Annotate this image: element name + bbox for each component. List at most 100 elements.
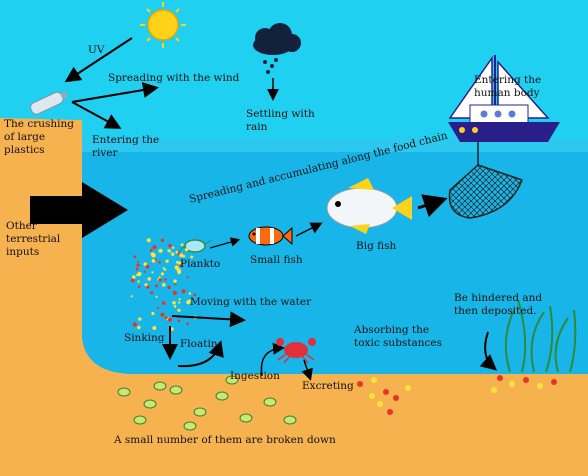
particle-cloud <box>130 238 198 331</box>
particle <box>172 290 177 296</box>
particle <box>168 249 172 253</box>
sun-icon <box>140 2 186 48</box>
label-absorbing: Absorbing the toxic substances <box>354 324 443 349</box>
label-plankto: Plankto <box>180 258 221 270</box>
particle <box>523 377 529 383</box>
particle <box>193 293 197 297</box>
particle <box>158 261 161 264</box>
particle <box>157 307 160 310</box>
floating-arrow <box>177 340 224 368</box>
sediment-organism <box>117 387 131 397</box>
seaweed-icon <box>504 299 577 373</box>
particle <box>137 285 141 289</box>
particle <box>175 250 179 254</box>
boat-icon <box>448 55 560 142</box>
particle <box>174 265 179 270</box>
sediment-items <box>117 375 557 431</box>
particle <box>132 322 137 327</box>
particle <box>165 259 169 263</box>
sea-surface <box>0 138 588 152</box>
particle <box>150 291 154 295</box>
sediment-organism <box>215 391 229 401</box>
uv-arrow <box>64 37 133 83</box>
particle <box>371 377 377 383</box>
label-hindered: Be hindered and then deposited. <box>454 292 543 317</box>
particle <box>137 325 141 330</box>
particle <box>172 301 176 305</box>
particle <box>146 285 150 289</box>
particle <box>137 280 140 283</box>
particle <box>132 275 136 279</box>
particle <box>184 248 189 252</box>
particle <box>152 326 157 330</box>
particle <box>162 283 166 287</box>
particle <box>177 270 182 275</box>
particle <box>186 300 191 305</box>
plastic-bottle-icon <box>30 91 69 115</box>
particle <box>147 277 151 281</box>
particle <box>377 401 383 407</box>
sediment-organism <box>283 415 297 425</box>
ingestion-arrow <box>260 342 285 377</box>
particle <box>155 295 158 298</box>
particle <box>160 272 164 276</box>
sediment-organism <box>169 385 183 395</box>
particle <box>130 278 135 283</box>
plankton-icon <box>177 239 213 253</box>
particle <box>164 278 167 281</box>
particle <box>149 248 153 252</box>
sediment-organism <box>239 413 253 423</box>
particle <box>177 301 181 304</box>
particle <box>181 289 186 294</box>
particle <box>173 305 177 308</box>
moving-water-arrow <box>171 311 246 328</box>
particle <box>144 283 148 287</box>
label-terrestrial-inputs: Other terrestrial inputs <box>6 220 61 258</box>
particle <box>158 278 162 282</box>
particle <box>155 284 159 288</box>
label-ingestion: Ingestion <box>230 370 280 382</box>
particle <box>387 409 393 415</box>
particle <box>178 298 181 301</box>
fishing-net-icon <box>448 142 523 219</box>
particle <box>177 261 182 265</box>
sediment-organism <box>263 397 277 407</box>
particle <box>405 385 411 391</box>
sediment-organism <box>225 375 239 385</box>
particle <box>160 312 165 317</box>
label-entering-human: Entering the human body <box>474 74 542 99</box>
crab-icon <box>276 338 316 364</box>
sediment-organism <box>143 399 157 409</box>
particle <box>161 301 166 305</box>
particle <box>146 238 151 243</box>
particle <box>167 317 173 322</box>
particle <box>151 259 156 263</box>
particle <box>369 393 375 399</box>
particle <box>138 317 142 321</box>
label-sinking: Sinking <box>124 332 165 344</box>
label-spreading-wind: Spreading with the wind <box>108 72 240 84</box>
particle <box>383 389 389 395</box>
wind-arrow <box>71 82 159 103</box>
particle <box>357 381 363 387</box>
label-big-fish: Big fish <box>356 240 397 252</box>
label-excreting: Excreting <box>302 380 354 392</box>
particle <box>158 276 161 279</box>
label-uv: UV <box>88 44 105 56</box>
terrestrial-input-arrow <box>30 182 128 238</box>
particle <box>174 283 177 286</box>
particle <box>137 271 142 277</box>
sediment-organism <box>153 381 167 391</box>
big-fish-icon <box>326 178 412 234</box>
particle <box>179 253 184 258</box>
label-moving-water: Moving with the water <box>190 296 312 308</box>
label-entering-river: Entering the river <box>92 134 160 159</box>
particle <box>177 319 181 323</box>
particle <box>150 252 155 257</box>
particle <box>130 295 133 298</box>
particle <box>190 255 194 259</box>
label-small-fish: Small fish <box>250 254 303 266</box>
excreting-arrow <box>301 359 313 381</box>
